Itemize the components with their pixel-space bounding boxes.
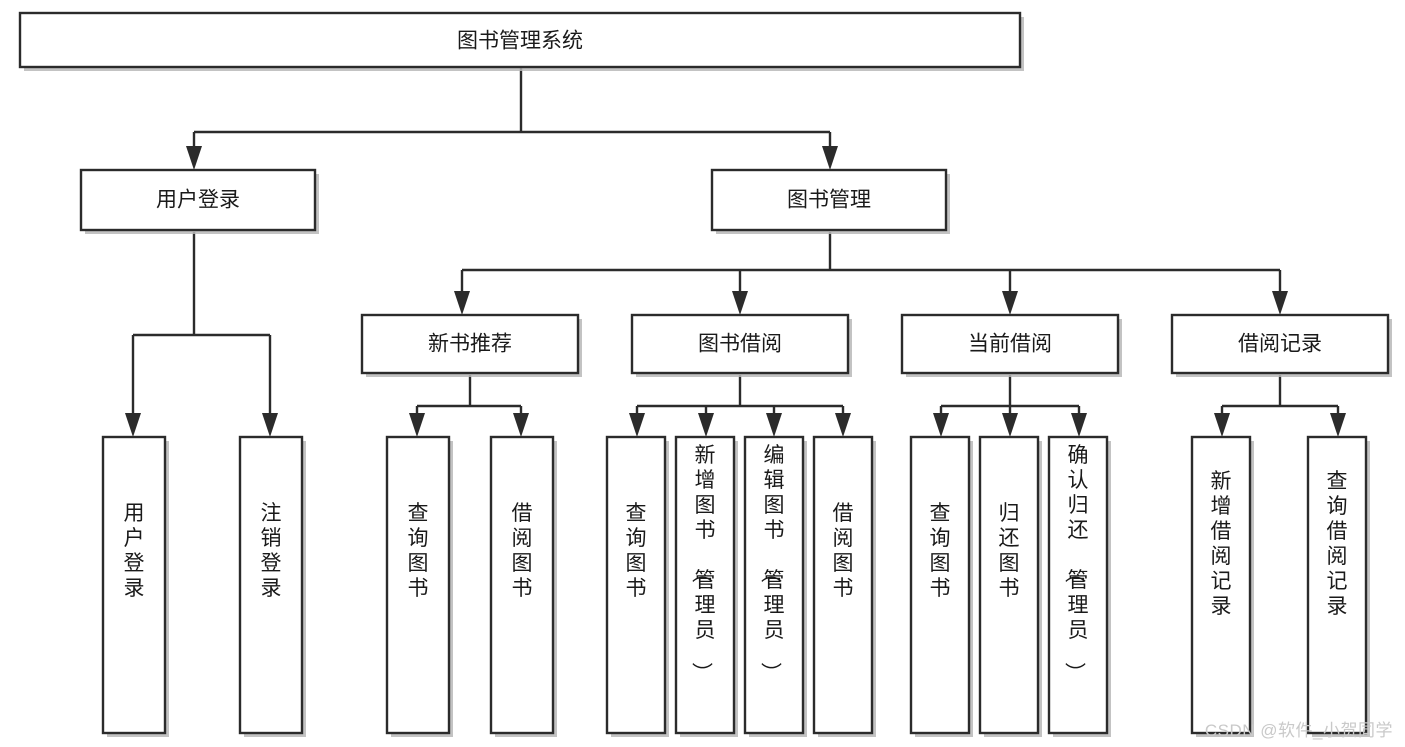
arrow-to-borrow-record — [1272, 291, 1288, 315]
leaf-current-borrow-2-label: 归还图书 — [999, 502, 1020, 600]
leaf-book-borrow-1-label: 查询图书 — [626, 502, 647, 600]
current-borrow-box — [900, 313, 1120, 375]
leaf-book-borrow-1[interactable]: 查询图书 — [605, 435, 669, 737]
leaf-borrow-record-2[interactable]: 查询借阅记录 — [1306, 435, 1370, 737]
arrow-book-borrow-leaf-2 — [698, 413, 714, 437]
leaf-book-borrow-2[interactable]: 新增图书（管理员） — [674, 435, 738, 737]
arrow-new-book-leaf-1 — [409, 413, 425, 437]
connector-layer — [125, 68, 1346, 437]
leaf-box — [101, 435, 167, 735]
arrow-user-login-leaf-2 — [262, 413, 278, 437]
node-borrow-record[interactable]: 借阅记录 — [1170, 313, 1392, 377]
arrow-user-login-leaf-1 — [125, 413, 141, 437]
book-manage-box — [710, 168, 948, 232]
arrow-new-book-leaf-2 — [513, 413, 529, 437]
leaf-book-borrow-3[interactable]: 编辑图书（管理员） — [743, 435, 807, 737]
arrow-current-borrow-leaf-3 — [1071, 413, 1087, 437]
new-book-box — [360, 313, 580, 375]
csdn-watermark: CSDN @软件_小贺同学 — [1204, 721, 1393, 740]
leaf-box — [743, 435, 805, 735]
leaf-new-book-1[interactable]: 查询图书 — [385, 435, 453, 737]
leaf-user-login-1[interactable]: 用户登录 — [101, 435, 169, 737]
leaf-current-borrow-3[interactable]: 确认归还（管理员） — [1047, 435, 1111, 737]
node-book-manage[interactable]: 图书管理 — [710, 168, 950, 234]
arrow-to-book-manage — [822, 146, 838, 170]
leaf-box — [674, 435, 736, 735]
arrow-book-borrow-leaf-4 — [835, 413, 851, 437]
arrow-book-borrow-leaf-3 — [766, 413, 782, 437]
leaf-borrow-record-1[interactable]: 新增借阅记录 — [1190, 435, 1254, 737]
leaf-user-login-2-label: 注销登录 — [261, 502, 282, 600]
leaf-box — [1190, 435, 1252, 735]
arrow-book-borrow-leaf-1 — [629, 413, 645, 437]
new-book-label: 新书推荐 — [428, 333, 512, 356]
borrow-record-label: 借阅记录 — [1238, 333, 1322, 356]
leaf-book-borrow-3-label: 编辑图书（管理员） — [759, 444, 785, 683]
leaf-current-borrow-1-label: 查询图书 — [930, 502, 951, 600]
node-current-borrow[interactable]: 当前借阅 — [900, 313, 1122, 377]
leaf-borrow-record-2-label: 查询借阅记录 — [1327, 470, 1348, 618]
book-manage-label: 图书管理 — [787, 189, 871, 212]
leaf-current-borrow-2[interactable]: 归还图书 — [978, 435, 1042, 737]
leaf-new-book-2-label: 借阅图书 — [512, 502, 533, 600]
leaf-user-login-2[interactable]: 注销登录 — [238, 435, 306, 737]
node-new-book-recommend[interactable]: 新书推荐 — [360, 313, 582, 377]
leaf-box — [489, 435, 555, 735]
arrow-current-borrow-leaf-1 — [933, 413, 949, 437]
root-box — [18, 11, 1022, 69]
leaf-book-borrow-4[interactable]: 借阅图书 — [812, 435, 876, 737]
leaf-box — [812, 435, 874, 735]
book-borrow-label: 图书借阅 — [698, 333, 782, 356]
current-borrow-label: 当前借阅 — [968, 333, 1052, 356]
leaf-current-borrow-3-label: 确认归还（管理员） — [1063, 444, 1089, 683]
leaf-current-borrow-1[interactable]: 查询图书 — [909, 435, 973, 737]
leaf-new-book-1-label: 查询图书 — [408, 502, 429, 600]
leaf-box — [909, 435, 971, 735]
node-book-borrow[interactable]: 图书借阅 — [630, 313, 852, 377]
leaf-new-book-2[interactable]: 借阅图书 — [489, 435, 557, 737]
leaf-box — [605, 435, 667, 735]
leaf-borrow-record-1-label: 新增借阅记录 — [1211, 470, 1232, 618]
leaf-user-login-1-label: 用户登录 — [124, 502, 145, 600]
node-user-login[interactable]: 用户登录 — [79, 168, 319, 234]
node-root[interactable]: 图书管理系统 — [18, 11, 1024, 71]
leaf-box — [978, 435, 1040, 735]
borrow-record-box — [1170, 313, 1390, 375]
leaf-book-borrow-4-label: 借阅图书 — [833, 502, 854, 600]
arrow-to-book-borrow — [732, 291, 748, 315]
arrow-to-user-login — [186, 146, 202, 170]
book-borrow-box — [630, 313, 850, 375]
user-login-box — [79, 168, 317, 232]
leaf-box — [1047, 435, 1109, 735]
arrow-to-new-book — [454, 291, 470, 315]
leaf-box — [238, 435, 304, 735]
leaf-box — [1306, 435, 1368, 735]
arrow-borrow-record-leaf-2 — [1330, 413, 1346, 437]
leaf-box — [385, 435, 451, 735]
leaf-book-borrow-2-label: 新增图书（管理员） — [690, 444, 716, 683]
root-label: 图书管理系统 — [457, 30, 583, 53]
arrow-to-current-borrow — [1002, 291, 1018, 315]
user-login-label: 用户登录 — [156, 189, 240, 212]
arrow-borrow-record-leaf-1 — [1214, 413, 1230, 437]
arrow-current-borrow-leaf-2 — [1002, 413, 1018, 437]
